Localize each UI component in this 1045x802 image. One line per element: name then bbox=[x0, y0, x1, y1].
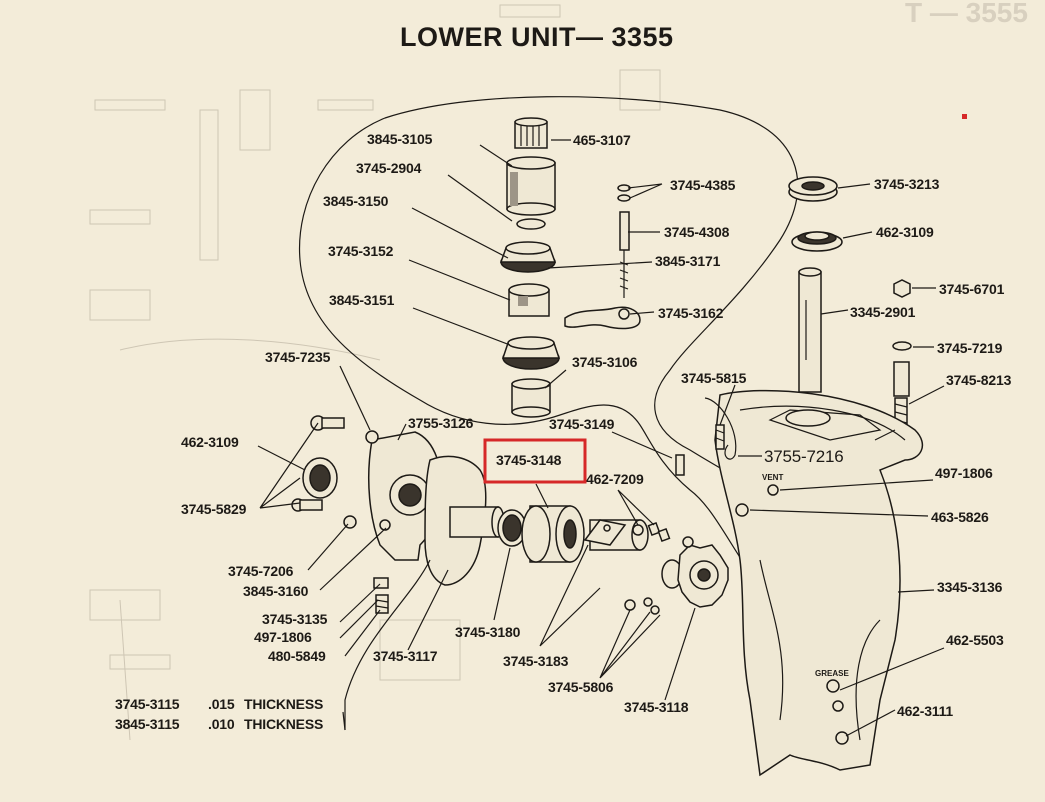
label-3845-3151: 3845-3151 bbox=[329, 292, 395, 308]
label-462-7209: 462-7209 bbox=[586, 471, 644, 487]
label-3745-5806: 3745-5806 bbox=[548, 679, 614, 695]
thickness-unit: THICKNESS bbox=[244, 716, 323, 732]
label-3745-4385: 3745-4385 bbox=[670, 177, 736, 193]
label-462-3109-left: 462-3109 bbox=[181, 434, 239, 450]
label-3755-3126: 3755-3126 bbox=[408, 415, 474, 431]
bushing-3745-3106-shape bbox=[511, 378, 551, 418]
housing-plugs: VENT GREASE bbox=[704, 397, 849, 745]
label-3745-3118: 3745-3118 bbox=[624, 699, 689, 715]
diagram-title: LOWER UNIT— 3355 bbox=[400, 22, 674, 52]
gearcase-housing bbox=[714, 389, 924, 777]
label-3745-3135: 3745-3135 bbox=[262, 611, 328, 627]
highlight-box bbox=[483, 438, 587, 484]
label-3845-3171: 3845-3171 bbox=[655, 253, 721, 269]
thickness-value: .015 bbox=[208, 696, 235, 712]
label-3745-7219: 3745-7219 bbox=[937, 340, 1003, 356]
part-labels: 465-3107 3845-3105 3745-2904 3845-3150 3… bbox=[181, 131, 1012, 719]
label-3845-3105: 3845-3105 bbox=[367, 131, 433, 147]
label-3745-3117: 3745-3117 bbox=[373, 648, 438, 664]
thickness-unit: THICKNESS bbox=[244, 696, 323, 712]
thickness-part: 3745-3115 bbox=[115, 696, 180, 712]
red-marker-dot bbox=[962, 114, 967, 119]
label-497-1806-right: 497-1806 bbox=[935, 465, 993, 481]
washer-3745-2904-shape bbox=[516, 218, 546, 230]
label-3745-7235: 3745-7235 bbox=[265, 349, 331, 365]
label-3745-3148: 3745-3148 bbox=[496, 452, 562, 468]
label-3745-4308: 3745-4308 bbox=[664, 224, 730, 240]
label-3745-6701: 3745-6701 bbox=[939, 281, 1005, 297]
drive-shaft-group bbox=[788, 176, 912, 431]
label-3745-3183: 3745-3183 bbox=[503, 653, 569, 669]
label-3745-3149: 3745-3149 bbox=[549, 416, 615, 432]
bearing-3745-3148-shape bbox=[521, 505, 585, 563]
shift-rod-group bbox=[564, 184, 641, 330]
label-3345-3136: 3345-3136 bbox=[937, 579, 1003, 595]
leader-lines bbox=[257, 139, 945, 737]
label-462-3109-top: 462-3109 bbox=[876, 224, 934, 240]
thickness-part: 3845-3115 bbox=[115, 716, 180, 732]
thickness-value: .010 bbox=[208, 716, 235, 732]
label-3745-3162: 3745-3162 bbox=[658, 305, 724, 321]
propeller-shaft-assembly bbox=[291, 415, 729, 615]
label-3745-3152: 3745-3152 bbox=[328, 243, 394, 259]
label-480-5849: 480-5849 bbox=[268, 648, 326, 664]
label-3845-3150: 3845-3150 bbox=[323, 193, 389, 209]
label-3755-7216: 3755-7216 bbox=[764, 447, 844, 466]
label-465-3107: 465-3107 bbox=[573, 132, 631, 148]
label-497-1806-left: 497-1806 bbox=[254, 629, 312, 645]
label-3745-3106: 3745-3106 bbox=[572, 354, 638, 370]
label-3745-5815: 3745-5815 bbox=[681, 370, 747, 386]
label-3345-2901: 3345-2901 bbox=[850, 304, 916, 320]
label-3745-3213: 3745-3213 bbox=[874, 176, 940, 192]
label-3745-3180: 3745-3180 bbox=[455, 624, 521, 640]
bearing-465-3107-shape bbox=[514, 117, 548, 149]
upper-gear-stack bbox=[499, 117, 561, 418]
grease-marking: GREASE bbox=[815, 669, 849, 678]
vent-marking: VENT bbox=[762, 473, 783, 482]
label-3845-3160: 3845-3160 bbox=[243, 583, 309, 599]
gear-3845-3150-shape bbox=[499, 241, 557, 273]
label-462-5503: 462-5503 bbox=[946, 632, 1004, 648]
label-3745-8213: 3745-8213 bbox=[946, 372, 1012, 388]
sleeve-3845-3105-shape bbox=[506, 156, 556, 216]
label-3745-7206: 3745-7206 bbox=[228, 563, 294, 579]
gear-3845-3151-shape bbox=[501, 336, 561, 370]
label-3745-5829: 3745-5829 bbox=[181, 501, 247, 517]
svg-text:T — 3555: T — 3555 bbox=[905, 0, 1028, 28]
label-3745-2904: 3745-2904 bbox=[356, 160, 422, 176]
label-463-5826: 463-5826 bbox=[931, 509, 989, 525]
thickness-notes: 3745-3115 .015 THICKNESS 3845-3115 .010 … bbox=[115, 696, 323, 732]
label-462-3111: 462-3111 bbox=[897, 703, 953, 719]
lower-outline bbox=[344, 559, 431, 730]
clutch-3745-3152-shape bbox=[508, 283, 550, 317]
